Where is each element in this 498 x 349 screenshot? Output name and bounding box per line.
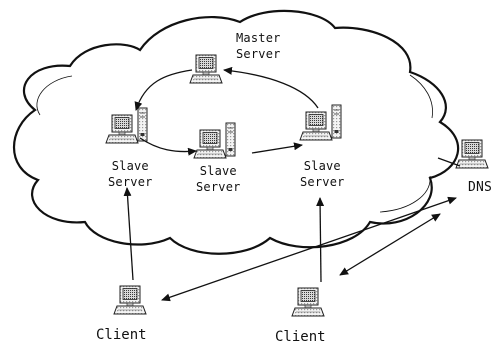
slave-server-left-label: Slave Server: [108, 158, 153, 190]
client-left-label: Client: [96, 327, 147, 343]
slave-server-middle-label-line1: Slave: [199, 164, 237, 178]
master-server-label-line1: Master: [236, 31, 281, 45]
slave-server-right-label-line1: Slave: [303, 159, 341, 173]
client-right-label: Client: [275, 329, 326, 345]
arrow-client-left-to-slave-left: [123, 187, 134, 281]
arrow-slave-right-to-master: [223, 66, 319, 109]
master-server-label-line2: Server: [236, 47, 281, 61]
slave-server-left-label-line1: Slave: [111, 159, 149, 173]
dns-label: DNS: [468, 180, 493, 195]
slave-server-middle-label-line2: Server: [196, 180, 241, 194]
slave-server-right-label: Slave Server: [300, 158, 345, 190]
dns-computer-icon: [455, 139, 489, 169]
slave-server-middle-label: Slave Server: [196, 163, 241, 195]
client-right-computer-icon: [291, 287, 325, 317]
arrow-client-right-to-slave-right: [316, 197, 325, 283]
master-server-label: Master Server: [236, 30, 281, 62]
arrow-client-right-dns-link: [339, 213, 441, 276]
client-left-computer-icon: [113, 285, 147, 315]
slave-server-left-label-line2: Server: [108, 175, 153, 189]
arrow-slave-left-to-slave-middle: [139, 137, 197, 156]
line-cloud-to-dns: [437, 157, 461, 167]
arrow-slave-middle-to-slave-right: [251, 142, 303, 154]
arrow-master-to-slave-left: [134, 69, 193, 111]
slave-server-right-label-line2: Server: [300, 175, 345, 189]
